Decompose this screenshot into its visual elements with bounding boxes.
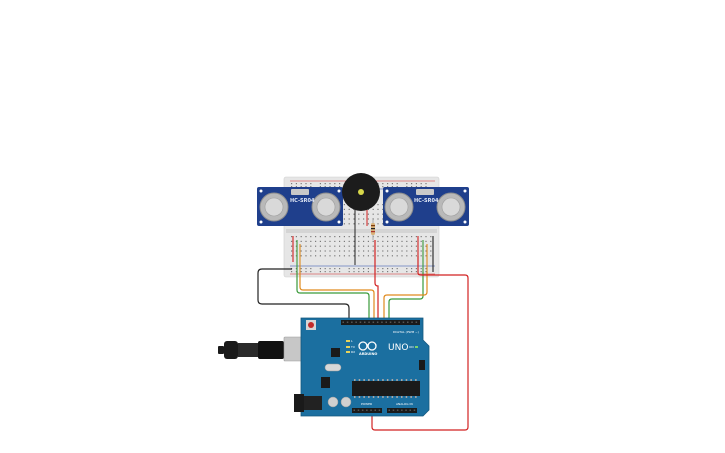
arduino-brand: ARDUINO [359,352,377,356]
bottom-pins [353,409,416,411]
wire-green-right[interactable] [388,272,424,322]
wire-group-left-sensor [292,236,301,272]
resistor[interactable] [371,218,375,240]
transducer-right-a [384,192,414,222]
led-l-label: L [351,339,353,343]
on-label: ON [409,345,414,349]
wire-group-right-sensor [417,236,434,272]
sensor-left-label: HC-SR04 [290,198,315,204]
analog-label: ANALOG IN [396,402,413,406]
wire-orange-right[interactable] [383,272,428,322]
icsp-header[interactable] [419,360,425,370]
crystal [324,363,342,372]
digital-label: DIGITAL (PWM ~) [393,330,419,334]
capacitors [327,396,352,408]
transducer-left-a [259,192,289,222]
led-l [346,340,350,342]
led-on [415,346,418,348]
wire-black-ground[interactable] [257,268,350,322]
led-tx-label: TX [350,345,355,349]
sensor-right-label: HC-SR04 [414,198,439,204]
uno-logo: UNO [388,343,408,353]
voltage-regulator [321,377,330,388]
reset-button[interactable] [306,320,316,330]
digital-pins [342,321,418,323]
wire-green-left[interactable] [296,272,370,322]
power-label: POWER [361,402,372,406]
arduino-logo-icon [358,341,377,351]
arduino-uno-board[interactable]: DIGITAL (PWM ~) L TX RX ARDUINO UNO ON [294,317,430,417]
transducer-left-b [311,192,341,222]
led-rx-label: RX [351,350,355,354]
atmega-chip [352,379,420,398]
led-tx [346,346,350,348]
dc-power-jack[interactable] [294,394,322,412]
digital-header[interactable] [341,320,420,325]
ultrasonic-sensor-right[interactable]: HC-SR04 [383,187,469,226]
usb-chip [331,348,340,357]
led-rx [346,351,350,353]
piezo-buzzer[interactable] [342,173,380,265]
wire-red-power[interactable] [371,256,469,431]
ultrasonic-sensor-left[interactable]: HC-SR04 [257,187,343,226]
transducer-right-b [436,192,466,222]
wire-orange-left[interactable] [299,272,375,322]
wire-red-buzzer[interactable] [374,240,379,322]
